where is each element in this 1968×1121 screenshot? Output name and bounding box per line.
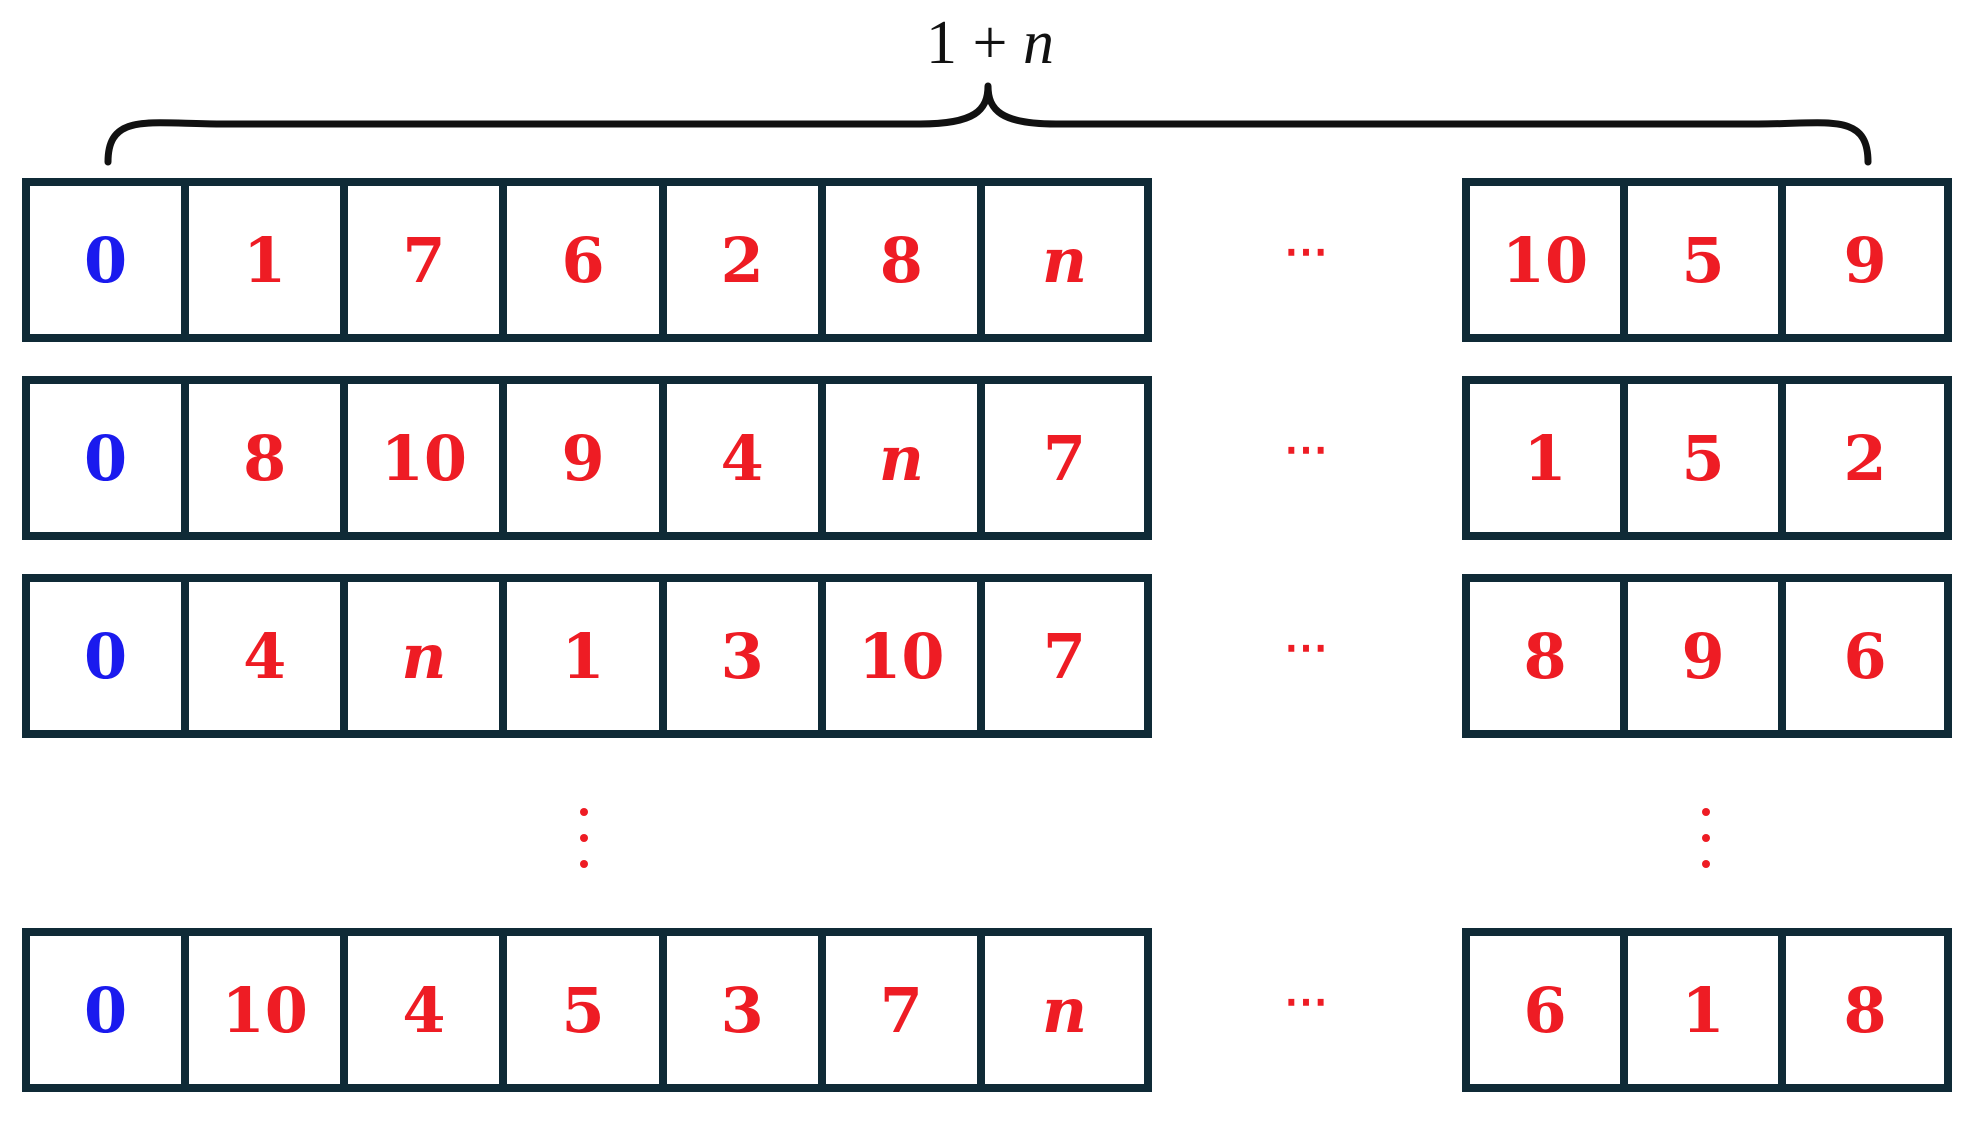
customer-cell: 6 — [507, 186, 667, 334]
customer-cell: 3 — [667, 936, 826, 1084]
customer-cell: 2 — [667, 186, 826, 334]
sequence-right-block: 8 9 6 — [1462, 574, 1952, 738]
vertical-ellipsis-left — [564, 808, 604, 868]
customer-cell: 10 — [1470, 186, 1629, 334]
variable-cell: n — [826, 384, 985, 532]
customer-cell: 8 — [189, 384, 349, 532]
customer-cell: 7 — [826, 936, 985, 1084]
horizontal-ellipsis: ⋯ — [1284, 226, 1328, 277]
depot-cell: 0 — [30, 186, 190, 334]
customer-cell: 9 — [1628, 582, 1787, 730]
customer-cell: 7 — [348, 186, 508, 334]
horizontal-ellipsis: ⋯ — [1284, 976, 1328, 1027]
customer-cell: 6 — [1470, 936, 1629, 1084]
brace-label-variable: n — [1022, 9, 1054, 77]
customer-cell: 7 — [1042, 421, 1087, 495]
sequence-left-block: 0 8 10 9 4 n 7 — [22, 376, 1152, 540]
customer-cell: 9 — [1843, 223, 1887, 297]
customer-cell: 10 — [826, 582, 985, 730]
brace-label-prefix: 1 + — [926, 9, 1023, 77]
variable-cell: n — [1041, 223, 1088, 297]
customer-cell: 4 — [667, 384, 826, 532]
sequence-length-label: 1 + n — [880, 12, 1100, 74]
customer-cell: 7 — [1042, 619, 1087, 693]
customer-cell: 10 — [348, 384, 508, 532]
depot-cell: 0 — [30, 384, 190, 532]
sequence-left-block: 0 10 4 5 3 7 n — [22, 928, 1152, 1092]
sequence-right-block: 1 5 2 — [1462, 376, 1952, 540]
horizontal-ellipsis: ⋯ — [1284, 424, 1328, 475]
length-brace — [104, 82, 1872, 166]
sequence-row: 0 1 7 6 2 8 n ⋯ 10 5 9 — [0, 178, 1968, 342]
depot-cell: 0 — [30, 582, 190, 730]
customer-cell: 8 — [826, 186, 985, 334]
sequence-right-block: 6 1 8 — [1462, 928, 1952, 1092]
customer-cell: 4 — [348, 936, 508, 1084]
variable-cell: n — [348, 582, 508, 730]
variable-cell: n — [1041, 973, 1088, 1047]
customer-cell: 8 — [1843, 973, 1887, 1047]
sequence-row: 0 10 4 5 3 7 n ⋯ 6 1 8 — [0, 928, 1968, 1092]
customer-cell: 1 — [189, 186, 349, 334]
customer-cell: 6 — [1843, 619, 1887, 693]
horizontal-ellipsis: ⋯ — [1284, 622, 1328, 673]
customer-cell: 9 — [507, 384, 667, 532]
sequence-row: 0 8 10 9 4 n 7 ⋯ 1 5 2 — [0, 376, 1968, 540]
customer-cell: 5 — [1628, 186, 1787, 334]
customer-cell: 10 — [189, 936, 349, 1084]
sequence-row: 0 4 n 1 3 10 7 ⋯ 8 9 6 — [0, 574, 1968, 738]
customer-cell: 1 — [1628, 936, 1787, 1084]
customer-cell: 8 — [1470, 582, 1629, 730]
customer-cell: 5 — [1628, 384, 1787, 532]
sequence-left-block: 0 4 n 1 3 10 7 — [22, 574, 1152, 738]
depot-cell: 0 — [30, 936, 190, 1084]
vertical-ellipsis-right — [1686, 808, 1726, 868]
customer-cell: 1 — [507, 582, 667, 730]
customer-cell: 4 — [189, 582, 349, 730]
sequence-right-block: 10 5 9 — [1462, 178, 1952, 342]
customer-cell: 3 — [667, 582, 826, 730]
customer-cell: 1 — [1470, 384, 1629, 532]
sequence-left-block: 0 1 7 6 2 8 n — [22, 178, 1152, 342]
customer-cell: 2 — [1843, 421, 1887, 495]
customer-cell: 5 — [507, 936, 667, 1084]
